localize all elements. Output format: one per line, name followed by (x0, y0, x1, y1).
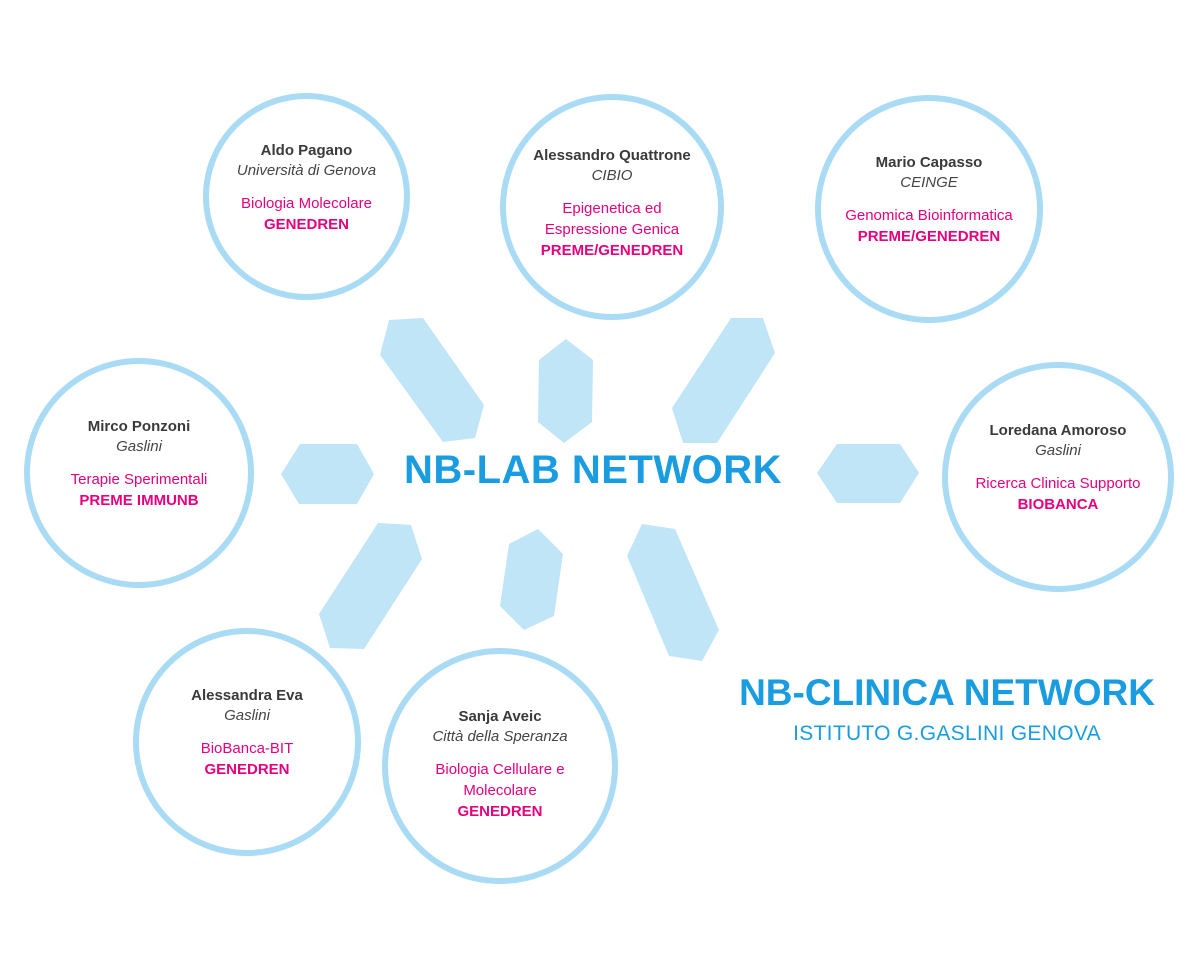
researcher-institution: Gaslini (1035, 442, 1081, 459)
research-project: GENEDREN (457, 802, 543, 820)
researcher-name: Aldo Pagano (260, 141, 353, 159)
lab-node-loredana-amoroso: Loredana Amoroso Gaslini Ricerca Clinica… (942, 362, 1174, 592)
researcher-name: Loredana Amoroso (989, 422, 1127, 439)
lab-node-sanja-aveic: Sanja Aveic Città della Speranza Biologi… (382, 648, 618, 884)
lab-node-alessandro-quattrone: Alessandro Quattrone CIBIO Epigenetica e… (500, 94, 724, 320)
nb-clinica-network-title: NB-CLINICA NETWORK (739, 672, 1155, 713)
research-area: BioBanca-BIT (200, 740, 294, 757)
nb-clinica-network-subtitle: ISTITUTO G.GASLINI GENOVA (793, 722, 1101, 745)
nb-lab-network-title: NB-LAB NETWORK (403, 448, 783, 492)
researcher-institution: Gaslini (116, 438, 162, 455)
research-area: Biologia Cellulare e (435, 760, 565, 778)
connector-hexagon-right (817, 444, 919, 503)
connector-hexagon-bottom-left (319, 523, 422, 649)
lab-node-mario-capasso: Mario Capasso CEINGE Genomica Bioinforma… (815, 95, 1043, 323)
researcher-name: Mirco Ponzoni (87, 418, 191, 435)
research-area: Molecolare (463, 781, 537, 799)
research-project: PREME/GENEDREN (857, 228, 1001, 245)
researcher-name: Mario Capasso (875, 154, 983, 171)
researcher-name: Alessandra Eva (191, 687, 303, 704)
researcher-name: Sanja Aveic (458, 707, 542, 725)
connector-hexagon-top-center (538, 339, 593, 443)
research-area: Biologia Molecolare (241, 194, 372, 212)
lab-node-aldo-pagano: Aldo Pagano Università di Genova Biologi… (203, 93, 410, 300)
research-area: Terapie Sperimentali (70, 471, 208, 488)
researcher-name: Alessandro Quattrone (533, 146, 691, 164)
research-area: Espressione Genica (544, 220, 680, 238)
research-project: GENEDREN (263, 215, 349, 233)
research-project: PREME/GENEDREN (540, 241, 684, 259)
researcher-institution: Città della Speranza (432, 727, 568, 745)
connector-hexagon-bottom-center (500, 529, 563, 630)
research-project: PREME IMMUNB (79, 492, 199, 509)
research-area: Ricerca Clinica Supporto (975, 475, 1141, 492)
lab-node-mirco-ponzoni: Mirco Ponzoni Gaslini Terapie Sperimenta… (24, 358, 254, 588)
connector-hexagon-top-left (380, 318, 484, 442)
researcher-institution: Università di Genova (236, 161, 377, 179)
research-project: GENEDREN (204, 761, 290, 778)
connector-hexagon-bottom-right (627, 524, 719, 661)
researcher-institution: CIBIO (591, 166, 633, 184)
lab-node-alessandra-eva: Alessandra Eva Gaslini BioBanca-BIT GENE… (133, 628, 361, 856)
research-area: Genomica Bioinformatica (845, 207, 1013, 224)
researcher-institution: Gaslini (224, 707, 270, 724)
connector-hexagon-left (281, 444, 374, 504)
researcher-institution: CEINGE (900, 174, 958, 191)
connector-hexagon-top-right (672, 318, 775, 443)
research-project: BIOBANCA (1017, 496, 1099, 513)
research-area: Epigenetica ed (562, 199, 662, 217)
